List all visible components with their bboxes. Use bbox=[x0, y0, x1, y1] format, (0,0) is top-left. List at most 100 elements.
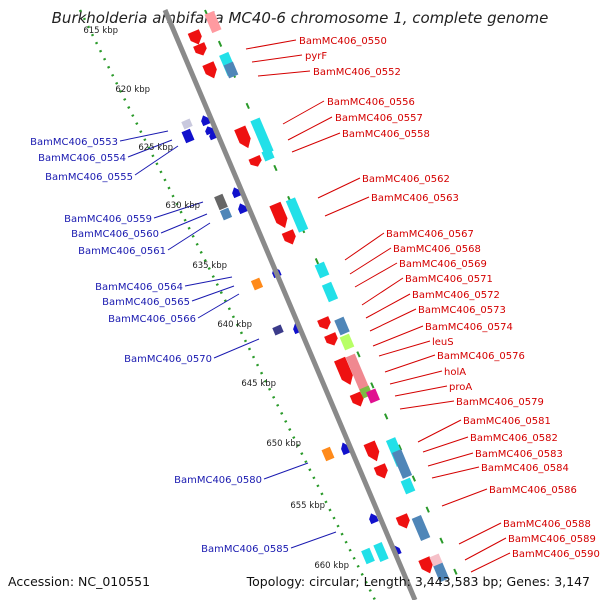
gene-label-forward[interactable]: BamMC406_0574 bbox=[425, 322, 513, 333]
gene-label-reverse[interactable]: BamMC406_0559 bbox=[64, 214, 152, 225]
feature-group bbox=[234, 125, 251, 149]
gene-label-reverse[interactable]: BamMC406_0580 bbox=[174, 475, 262, 486]
feature-group bbox=[261, 148, 275, 162]
scale-label: 615 kbp bbox=[83, 26, 118, 36]
gene-label-forward[interactable]: BamMC406_0582 bbox=[470, 433, 558, 444]
cog-box bbox=[429, 553, 443, 567]
feature-group bbox=[272, 324, 284, 336]
leader-forward bbox=[282, 100, 325, 125]
leader-forward bbox=[394, 385, 448, 397]
scale-track bbox=[78, 9, 377, 600]
feature-group bbox=[181, 118, 193, 130]
gene-label-forward[interactable]: BamMC406_0552 bbox=[313, 67, 401, 78]
feature-group bbox=[349, 391, 364, 407]
gene-label-forward[interactable]: BamMC406_0567 bbox=[386, 229, 474, 240]
gene-label-forward[interactable]: pyrF bbox=[305, 51, 327, 62]
gene-label-forward[interactable]: BamMC406_0569 bbox=[399, 259, 487, 270]
gene-label-forward[interactable]: BamMC406_0557 bbox=[335, 113, 423, 124]
cog-box bbox=[345, 353, 371, 395]
cog-box bbox=[321, 281, 339, 303]
cog-box-reverse bbox=[250, 277, 264, 291]
feature-group bbox=[411, 515, 431, 541]
cog-box bbox=[391, 449, 413, 479]
gene-label-reverse[interactable]: BamMC406_0565 bbox=[102, 297, 190, 308]
cog-box-reverse bbox=[181, 118, 193, 130]
gene-label-reverse[interactable]: BamMC406_0585 bbox=[201, 544, 289, 555]
feature-group bbox=[250, 117, 274, 155]
leader-reverse bbox=[290, 531, 337, 549]
gene-label-forward[interactable]: BamMC406_0568 bbox=[393, 244, 481, 255]
feature-group bbox=[418, 556, 433, 574]
gene-label-forward[interactable]: BamMC406_0562 bbox=[362, 174, 450, 185]
reverse-gene-labels: BamMC406_0553 BamMC406_0554 BamMC406_055… bbox=[30, 137, 289, 555]
leader-forward bbox=[427, 452, 474, 467]
gene-arrow-forward bbox=[281, 229, 296, 245]
gene-label-reverse[interactable]: BamMC406_0561 bbox=[78, 246, 166, 257]
gene-label-forward[interactable]: leuS bbox=[432, 337, 454, 348]
gene-arrow-forward bbox=[234, 125, 251, 149]
gene-label-forward[interactable]: BamMC406_0590 bbox=[512, 549, 600, 560]
scale-label: 640 kbp bbox=[217, 320, 252, 330]
leader-reverse bbox=[263, 462, 309, 480]
scale-label: 660 kbp bbox=[314, 561, 349, 571]
accession-text: Accession: NC_010551 bbox=[8, 574, 151, 589]
leader-forward bbox=[369, 308, 417, 332]
cog-box-reverse bbox=[373, 541, 389, 563]
feature-group bbox=[334, 316, 350, 336]
gene-label-forward[interactable]: BamMC406_0571 bbox=[405, 274, 493, 285]
gene-label-forward[interactable]: BamMC406_0576 bbox=[437, 351, 525, 362]
gene-label-forward[interactable]: BamMC406_0572 bbox=[412, 290, 500, 301]
feature-group bbox=[361, 547, 375, 565]
gene-label-forward[interactable]: BamMC406_0581 bbox=[463, 416, 551, 427]
gene-label-reverse[interactable]: BamMC406_0564 bbox=[95, 282, 183, 293]
feature-group bbox=[187, 29, 202, 45]
feature-group bbox=[339, 333, 355, 351]
leader-forward bbox=[257, 70, 311, 77]
gene-arrow-forward bbox=[269, 201, 288, 228]
scale-label: 630 kbp bbox=[165, 201, 200, 211]
gene-label-reverse[interactable]: BamMC406_0554 bbox=[38, 153, 126, 164]
feature-group bbox=[285, 197, 309, 233]
gene-label-reverse[interactable]: BamMC406_0555 bbox=[45, 172, 133, 183]
leader-forward bbox=[384, 354, 436, 373]
scale-label: 625 kbp bbox=[138, 143, 173, 153]
gene-label-reverse[interactable]: BamMC406_0566 bbox=[108, 314, 196, 325]
gene-label-forward[interactable]: BamMC406_0550 bbox=[299, 36, 387, 47]
leader-forward bbox=[317, 177, 361, 199]
feature-group bbox=[238, 203, 248, 215]
feature-group bbox=[193, 42, 207, 56]
gene-label-forward[interactable]: holA bbox=[444, 367, 466, 378]
gene-label-forward[interactable]: proA bbox=[449, 382, 472, 393]
gene-label-forward[interactable]: BamMC406_0556 bbox=[327, 97, 415, 108]
gene-arrow-forward bbox=[418, 556, 433, 574]
gene-label-forward[interactable]: BamMC406_0584 bbox=[481, 463, 569, 474]
scale-label: 655 kbp bbox=[290, 501, 325, 511]
leader-forward bbox=[378, 340, 431, 357]
cog-box bbox=[250, 117, 274, 155]
gene-label-reverse[interactable]: BamMC406_0570 bbox=[124, 354, 212, 365]
gene-label-forward[interactable]: BamMC406_0579 bbox=[456, 397, 544, 408]
cog-box-reverse bbox=[214, 193, 228, 211]
gene-label-forward[interactable]: BamMC406_0558 bbox=[342, 129, 430, 140]
gene-label-forward[interactable]: BamMC406_0573 bbox=[418, 305, 506, 316]
leader-forward bbox=[417, 419, 462, 443]
gene-label-forward[interactable]: BamMC406_0589 bbox=[508, 534, 596, 545]
gene-label-forward[interactable]: BamMC406_0583 bbox=[475, 449, 563, 460]
feature-group bbox=[181, 128, 195, 144]
leader-forward bbox=[344, 232, 385, 261]
gene-label-forward[interactable]: BamMC406_0588 bbox=[503, 519, 591, 530]
leader-reverse bbox=[167, 222, 211, 251]
feature-group bbox=[269, 201, 288, 228]
leader-forward bbox=[372, 325, 424, 347]
gene-arrow-reverse bbox=[238, 203, 248, 215]
gene-label-forward[interactable]: BamMC406_0563 bbox=[371, 193, 459, 204]
feature-group bbox=[250, 277, 264, 291]
cog-box-reverse bbox=[321, 446, 335, 462]
chromosome-backbone bbox=[162, 9, 418, 600]
gene-label-reverse[interactable]: BamMC406_0553 bbox=[30, 137, 118, 148]
gene-label-forward[interactable]: BamMC406_0586 bbox=[489, 485, 577, 496]
feature-group bbox=[432, 561, 450, 583]
gene-arrow-forward bbox=[334, 356, 353, 385]
gene-label-reverse[interactable]: BamMC406_0560 bbox=[71, 229, 159, 240]
leader-forward bbox=[361, 277, 404, 306]
